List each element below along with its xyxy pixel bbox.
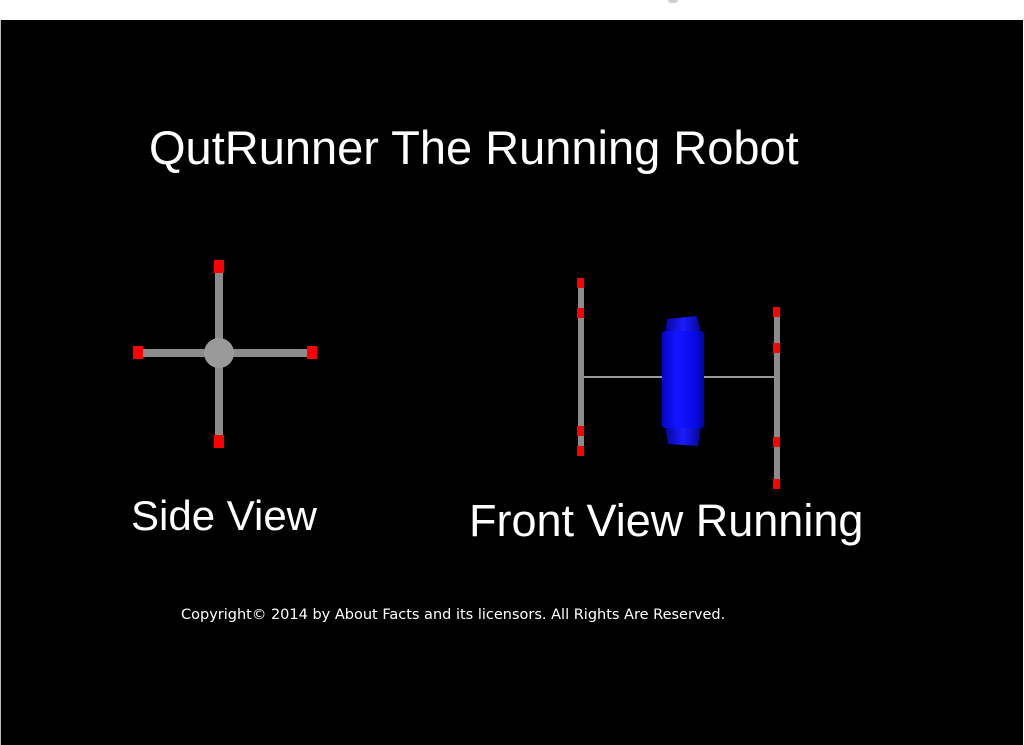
- slide-stage: QutRunner The Running Robot: [0, 20, 1023, 745]
- front-leg-left: [578, 282, 584, 452]
- front-body: [662, 331, 704, 428]
- front-view-label: Front View Running: [469, 495, 864, 546]
- front-foot-left-3: [577, 426, 584, 436]
- front-foot-right-1: [773, 307, 780, 317]
- front-foot-left-1: [577, 278, 584, 288]
- side-foot-top: [214, 260, 224, 273]
- front-body-cap-bottom: [665, 426, 701, 446]
- robot-illustrations: [133, 260, 780, 489]
- front-foot-right-3: [773, 437, 780, 447]
- front-view-robot: [577, 278, 780, 489]
- front-foot-right-2: [773, 343, 780, 353]
- side-hub: [204, 338, 234, 368]
- copyright-notice: Copyright© 2014 by About Facts and its l…: [181, 607, 726, 623]
- side-view-label: Side View: [131, 492, 318, 539]
- front-foot-right-4: [773, 479, 780, 489]
- side-foot-right: [307, 346, 317, 359]
- side-view-robot: [133, 260, 317, 448]
- front-leg-right: [774, 310, 780, 482]
- front-foot-left-2: [577, 308, 584, 318]
- front-body-cap-top: [665, 316, 701, 334]
- page-title: QutRunner The Running Robot: [149, 121, 799, 174]
- top-indicator: [668, 0, 678, 3]
- side-foot-left: [133, 346, 143, 359]
- front-foot-left-4: [577, 446, 584, 456]
- side-foot-bottom: [214, 435, 224, 448]
